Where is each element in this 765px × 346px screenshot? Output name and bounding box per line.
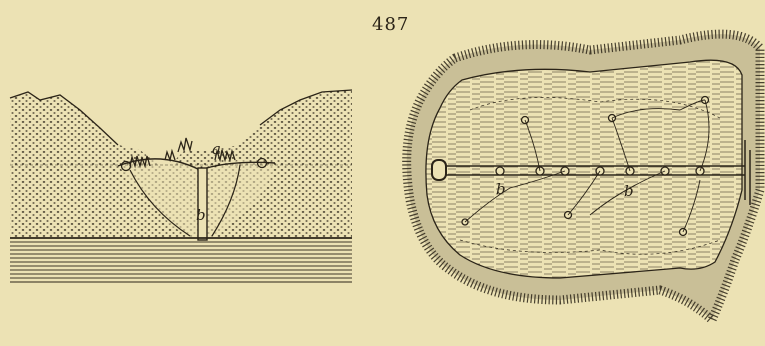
label-b-section: b [196, 206, 206, 224]
vertical-tube [198, 168, 207, 240]
bedrock-strata [10, 238, 352, 282]
label-a: a [212, 140, 221, 158]
plan-view [407, 34, 760, 320]
section-view [10, 90, 352, 282]
label-b-plan-right: b [624, 182, 634, 200]
label-b-plan-left: b [496, 180, 506, 198]
